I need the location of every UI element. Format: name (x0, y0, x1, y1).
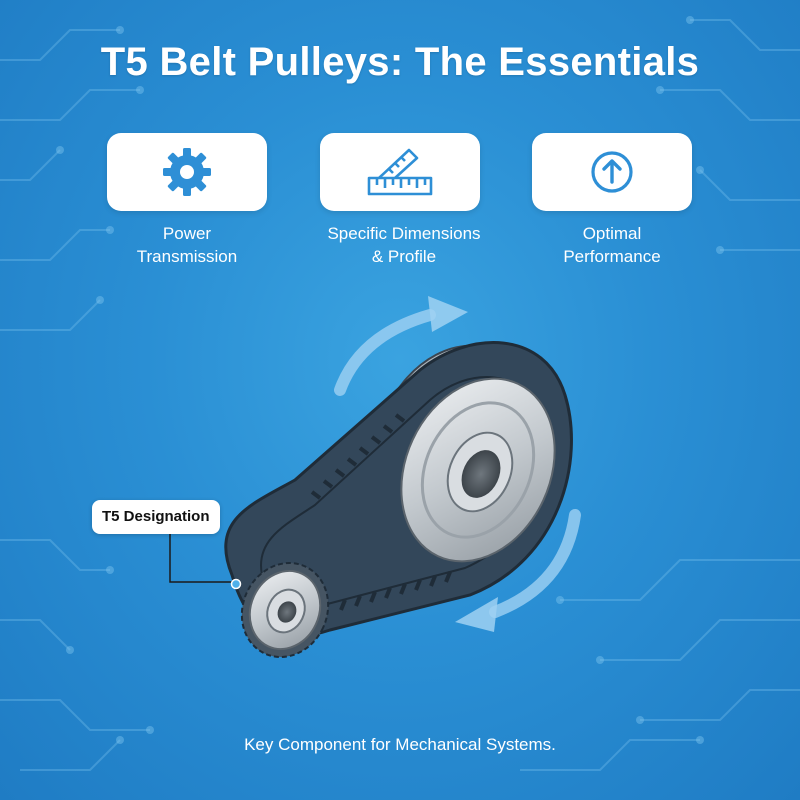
callout-marker-dot (230, 578, 242, 590)
feature-card-power (107, 133, 267, 211)
belt-teeth (310, 413, 452, 611)
t5-designation-callout: T5 Designation (92, 500, 220, 534)
footer-caption: Key Component for Mechanical Systems. (244, 735, 556, 754)
rotation-arrow-top (334, 309, 436, 396)
ruler-square-icon (367, 148, 433, 196)
feature-label-performance: Optimal Performance (512, 222, 712, 268)
gear-icon (163, 148, 211, 196)
feature-label-line: Optimal (582, 224, 642, 243)
feature-label-line: Power (162, 224, 212, 243)
rotation-arrowhead-top (428, 296, 468, 332)
feature-card-performance (532, 133, 692, 211)
large-pulley-bore (461, 450, 501, 498)
rotation-arrow-bottom (489, 509, 581, 618)
feature-label-line: Performance (563, 247, 661, 266)
page-title: T5 Belt Pulleys: The Essentials (100, 40, 700, 84)
feature-card-dimensions (320, 133, 480, 211)
arrow-up-circle-icon (591, 151, 633, 193)
small-pulley-bore (277, 601, 297, 623)
rotation-arrowhead-bottom (455, 597, 498, 632)
feature-label-line: Transmission (136, 247, 238, 266)
feature-label-power: Power Transmission (87, 222, 287, 268)
large-pulley-ring (420, 401, 536, 539)
feature-label-dimensions: Specific Dimensions & Profile (304, 222, 504, 268)
callout-leader-line (169, 534, 234, 583)
feature-label-line: & Profile (371, 247, 437, 266)
feature-label-line: Specific Dimensions (327, 224, 481, 243)
